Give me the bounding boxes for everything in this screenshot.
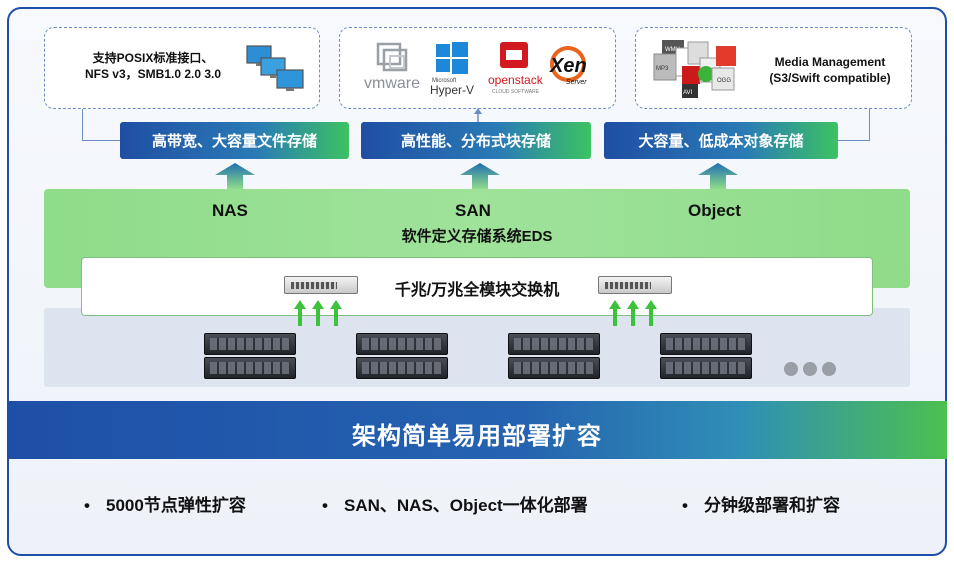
protocol-nas-label: NAS <box>212 201 248 220</box>
storage-server-icon <box>204 333 296 355</box>
nas-interface-line1: 支持POSIX标准接口、 <box>92 51 214 65</box>
xen-logo-text: Xen <box>549 55 587 77</box>
openstack-logo-icon: openstack CLOUD SOFTWARE <box>488 42 544 95</box>
object-media-box: WMV MP3 AVI OGG Media Management (S3/Swi… <box>635 27 912 109</box>
feature-item: • 5000节点弹性扩容 <box>84 491 246 516</box>
nas-feature-badge: 高带宽、大容量文件存储 <box>120 122 349 159</box>
media-files-icon: WMV MP3 AVI OGG <box>653 40 736 98</box>
switch-layer <box>81 257 873 316</box>
object-media-line2: (S3/Swift compatible) <box>769 71 891 85</box>
green-up-arrow-icon <box>330 300 342 326</box>
openstack-logo-text: openstack <box>488 73 544 87</box>
vmware-logo-text: vmware <box>364 75 420 92</box>
network-switch-icon <box>284 276 358 294</box>
feature-item: • 分钟级部署和扩容 <box>682 491 840 516</box>
more-dot-icon <box>803 362 817 376</box>
protocol-san-label: SAN <box>455 201 491 220</box>
san-connector-arrow-icon <box>474 108 482 124</box>
feature-text: 分钟级部署和扩容 <box>704 496 840 515</box>
storage-server-icon <box>204 357 296 379</box>
media-label-avi: AVI <box>683 90 693 96</box>
storage-server-icon <box>508 333 600 355</box>
server-cluster-area <box>44 308 910 387</box>
feature-item: • SAN、NAS、Object一体化部署 <box>322 491 588 516</box>
nas-interface-box: 支持POSIX标准接口、 NFS v3，SMB1.0 2.0 3.0 <box>44 27 320 109</box>
storage-server-icon <box>660 333 752 355</box>
storage-server-icon <box>508 357 600 379</box>
san-platforms-box: vmware Microsoft Hyper-V openstack CLOUD… <box>339 27 616 109</box>
hyperv-logo-icon: Microsoft Hyper-V <box>430 42 474 97</box>
object-up-arrow-icon <box>698 163 738 189</box>
object-media-line1: Media Management <box>774 55 886 69</box>
media-label-wmv: WMV <box>665 47 680 53</box>
storage-server-icon <box>660 357 752 379</box>
green-up-arrow-icon <box>294 300 306 326</box>
nas-up-arrow-icon <box>215 163 255 189</box>
feature-bullet: • <box>84 496 90 515</box>
green-up-arrow-icon <box>645 300 657 326</box>
network-switch-icon <box>598 276 672 294</box>
summary-banner-text: 架构简单易用部署扩容 <box>352 423 602 450</box>
object-connector <box>836 109 870 141</box>
san-feature-badge: 高性能、分布式块存储 <box>361 122 591 159</box>
monitors-icon <box>246 45 304 91</box>
microsoft-text: Microsoft <box>432 78 457 84</box>
openstack-sub-text: CLOUD SOFTWARE <box>492 89 540 95</box>
green-up-arrow-icon <box>312 300 324 326</box>
storage-server-icon <box>356 333 448 355</box>
feature-bullet: • <box>322 496 328 515</box>
green-up-arrow-icon <box>609 300 621 326</box>
media-label-ogg: OGG <box>717 78 731 84</box>
nas-connector <box>82 109 122 141</box>
storage-server-icon <box>356 357 448 379</box>
hyperv-logo-text: Hyper-V <box>430 83 474 97</box>
object-feature-badge: 大容量、低成本对象存储 <box>604 122 838 159</box>
more-dot-icon <box>784 362 798 376</box>
eds-title: 软件定义存储系统EDS <box>401 228 553 245</box>
vmware-logo-icon: vmware <box>364 42 420 92</box>
feature-text: 5000节点弹性扩容 <box>106 496 246 515</box>
xen-sub-text: Server <box>566 79 587 86</box>
feature-text: SAN、NAS、Object一体化部署 <box>344 496 588 515</box>
feature-bullet: • <box>682 496 688 515</box>
green-up-arrow-icon <box>627 300 639 326</box>
san-up-arrow-icon <box>460 163 500 189</box>
more-dot-icon <box>822 362 836 376</box>
summary-banner <box>9 401 947 459</box>
media-label-mp3: MP3 <box>656 66 669 72</box>
protocol-object-label: Object <box>688 201 741 220</box>
xen-logo-icon: Xen Server <box>549 46 587 86</box>
switch-label: 千兆/万兆全模块交换机 <box>394 282 560 299</box>
nas-interface-line2: NFS v3，SMB1.0 2.0 3.0 <box>84 67 222 81</box>
